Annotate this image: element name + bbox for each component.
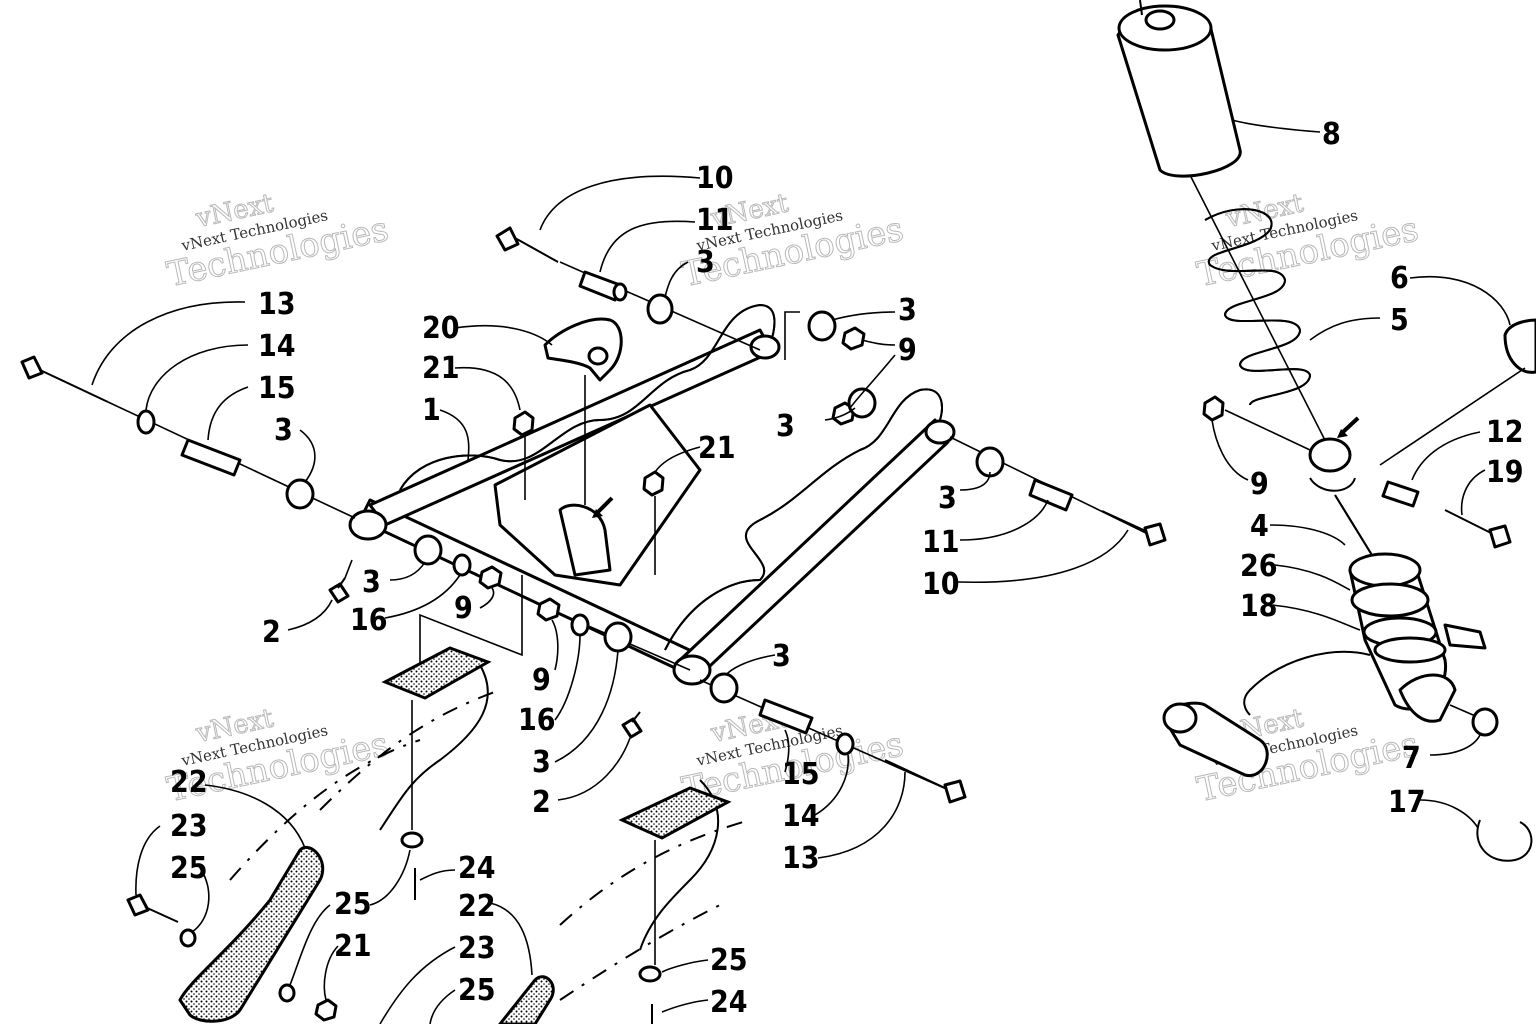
callout-3: 3 xyxy=(532,745,551,780)
slide-parts xyxy=(126,646,732,1024)
callout-2: 2 xyxy=(262,615,281,650)
callout-15: 15 xyxy=(782,757,820,792)
callout-13: 13 xyxy=(258,287,296,322)
callout-16: 16 xyxy=(518,703,556,738)
callout-3: 3 xyxy=(776,409,795,444)
callout-24: 24 xyxy=(458,851,496,886)
callout-24: 24 xyxy=(710,985,748,1020)
callout-9: 9 xyxy=(1250,467,1269,502)
callout-21: 21 xyxy=(698,431,736,466)
callout-9: 9 xyxy=(532,663,551,698)
direction-arrows xyxy=(592,416,1360,518)
callout-14: 14 xyxy=(258,329,296,364)
callout-23: 23 xyxy=(170,809,208,844)
hardware-parts xyxy=(20,226,1167,804)
callout-3: 3 xyxy=(696,245,715,280)
callout-9: 9 xyxy=(454,591,473,626)
callout-20: 20 xyxy=(422,311,460,346)
watermark-1: vNext vNext Technologies Technologies xyxy=(163,188,392,296)
callout-3: 3 xyxy=(938,481,957,516)
callout-18: 18 xyxy=(1240,589,1278,624)
callout-8: 8 xyxy=(1322,117,1341,152)
callout-23: 23 xyxy=(458,931,496,966)
watermark-3: vNext vNext Technologies Technologies xyxy=(1193,188,1422,296)
callout-3: 3 xyxy=(362,565,381,600)
callout-11: 11 xyxy=(922,525,960,560)
callout-21: 21 xyxy=(422,351,460,386)
callout-3: 3 xyxy=(898,293,917,328)
callout-22: 22 xyxy=(170,765,208,800)
callout-1: 1 xyxy=(422,393,441,428)
callout-17: 17 xyxy=(1388,785,1426,820)
callout-3: 3 xyxy=(772,639,791,674)
shock-assembly xyxy=(1116,0,1536,862)
callout-22: 22 xyxy=(458,889,496,924)
callout-12: 12 xyxy=(1486,415,1524,450)
leader-lines xyxy=(91,119,1511,1024)
callout-9: 9 xyxy=(898,333,917,368)
callout-14: 14 xyxy=(782,799,820,834)
callout-25: 25 xyxy=(458,973,496,1008)
callout-6: 6 xyxy=(1390,261,1409,296)
callout-13: 13 xyxy=(782,841,820,876)
callout-3: 3 xyxy=(274,413,293,448)
callout-7: 7 xyxy=(1402,741,1421,776)
callout-26: 26 xyxy=(1240,549,1278,584)
callout-2: 2 xyxy=(532,785,551,820)
callout-19: 19 xyxy=(1486,455,1524,490)
rear-arm-frame xyxy=(348,303,956,686)
callout-15: 15 xyxy=(258,371,296,406)
callout-labels: 10 11 3 3 9 9 3 20 21 1 21 13 14 15 3 3 … xyxy=(170,117,1524,1020)
callout-25: 25 xyxy=(710,943,748,978)
callout-25: 25 xyxy=(170,851,208,886)
callout-16: 16 xyxy=(350,603,388,638)
callout-25: 25 xyxy=(334,887,372,922)
callout-5: 5 xyxy=(1390,303,1409,338)
callout-4: 4 xyxy=(1250,509,1269,544)
callout-21: 21 xyxy=(334,929,372,964)
watermark-2: vNext vNext Technologies Technologies xyxy=(678,188,907,296)
callout-10: 10 xyxy=(696,161,734,196)
callout-10: 10 xyxy=(922,567,960,602)
callout-11: 11 xyxy=(696,203,734,238)
